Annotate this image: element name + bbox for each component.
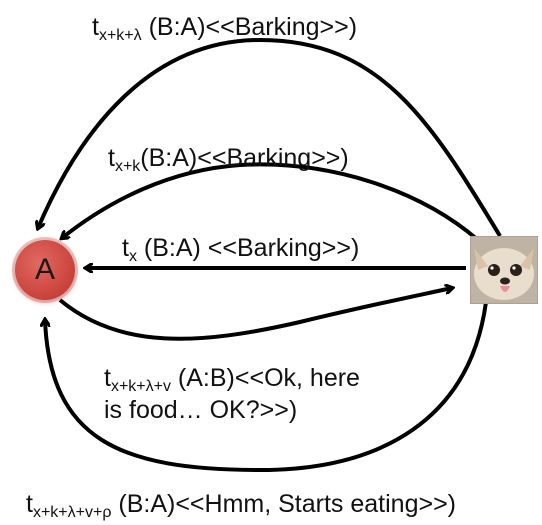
arrow-barking-2 xyxy=(62,162,480,242)
message-label-starts-eating: tx+k+λ+v+ρ (B:A)<<Hmm, Starts eating>>) xyxy=(26,490,457,521)
message-label-barking-1: tx (B:A) <<Barking>>) xyxy=(122,234,360,265)
arrow-starts-eating xyxy=(45,301,488,473)
arrow-barking-3 xyxy=(38,37,502,238)
message-label-food-offer-line2: is food… OK?>>) xyxy=(104,396,298,424)
arrow-food-offer xyxy=(58,288,452,341)
message-label-barking-3: tx+k+λ (B:A)<<Barking>>) xyxy=(92,13,358,44)
chihuahua-photo xyxy=(470,236,538,304)
node-a: A xyxy=(15,240,75,300)
message-label-food-offer: tx+k+λ+v (A:B)<<Ok, here xyxy=(104,364,360,395)
message-label-barking-2: tx+k(B:A)<<Barking>>) xyxy=(108,144,349,175)
node-a-label: A xyxy=(34,253,55,286)
